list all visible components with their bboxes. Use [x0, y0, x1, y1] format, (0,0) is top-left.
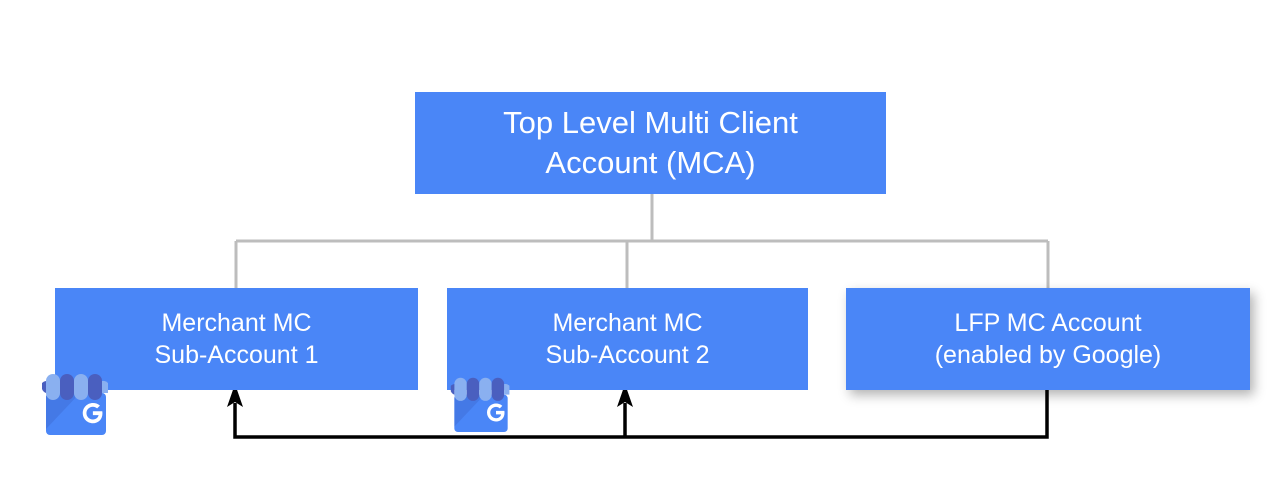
- node-merchant-sub-account-2-label: Merchant MC Sub-Account 2: [545, 309, 710, 369]
- node-top-level-mca[interactable]: Top Level Multi Client Account (MCA): [415, 92, 886, 194]
- node-merchant-sub-account-1[interactable]: Merchant MC Sub-Account 1: [55, 288, 418, 390]
- google-my-business-icon: [42, 374, 108, 435]
- node-lfp-mc-account[interactable]: LFP MC Account (enabled by Google): [846, 288, 1250, 390]
- google-my-business-icon: [450, 377, 510, 432]
- node-top-level-mca-label: Top Level Multi Client Account (MCA): [503, 105, 798, 180]
- node-merchant-sub-account-1-label: Merchant MC Sub-Account 1: [154, 309, 319, 369]
- node-merchant-sub-account-2[interactable]: Merchant MC Sub-Account 2: [447, 288, 808, 390]
- flow-lfp-to-sub1: [233, 390, 1049, 439]
- node-lfp-mc-account-label: LFP MC Account (enabled by Google): [934, 309, 1162, 369]
